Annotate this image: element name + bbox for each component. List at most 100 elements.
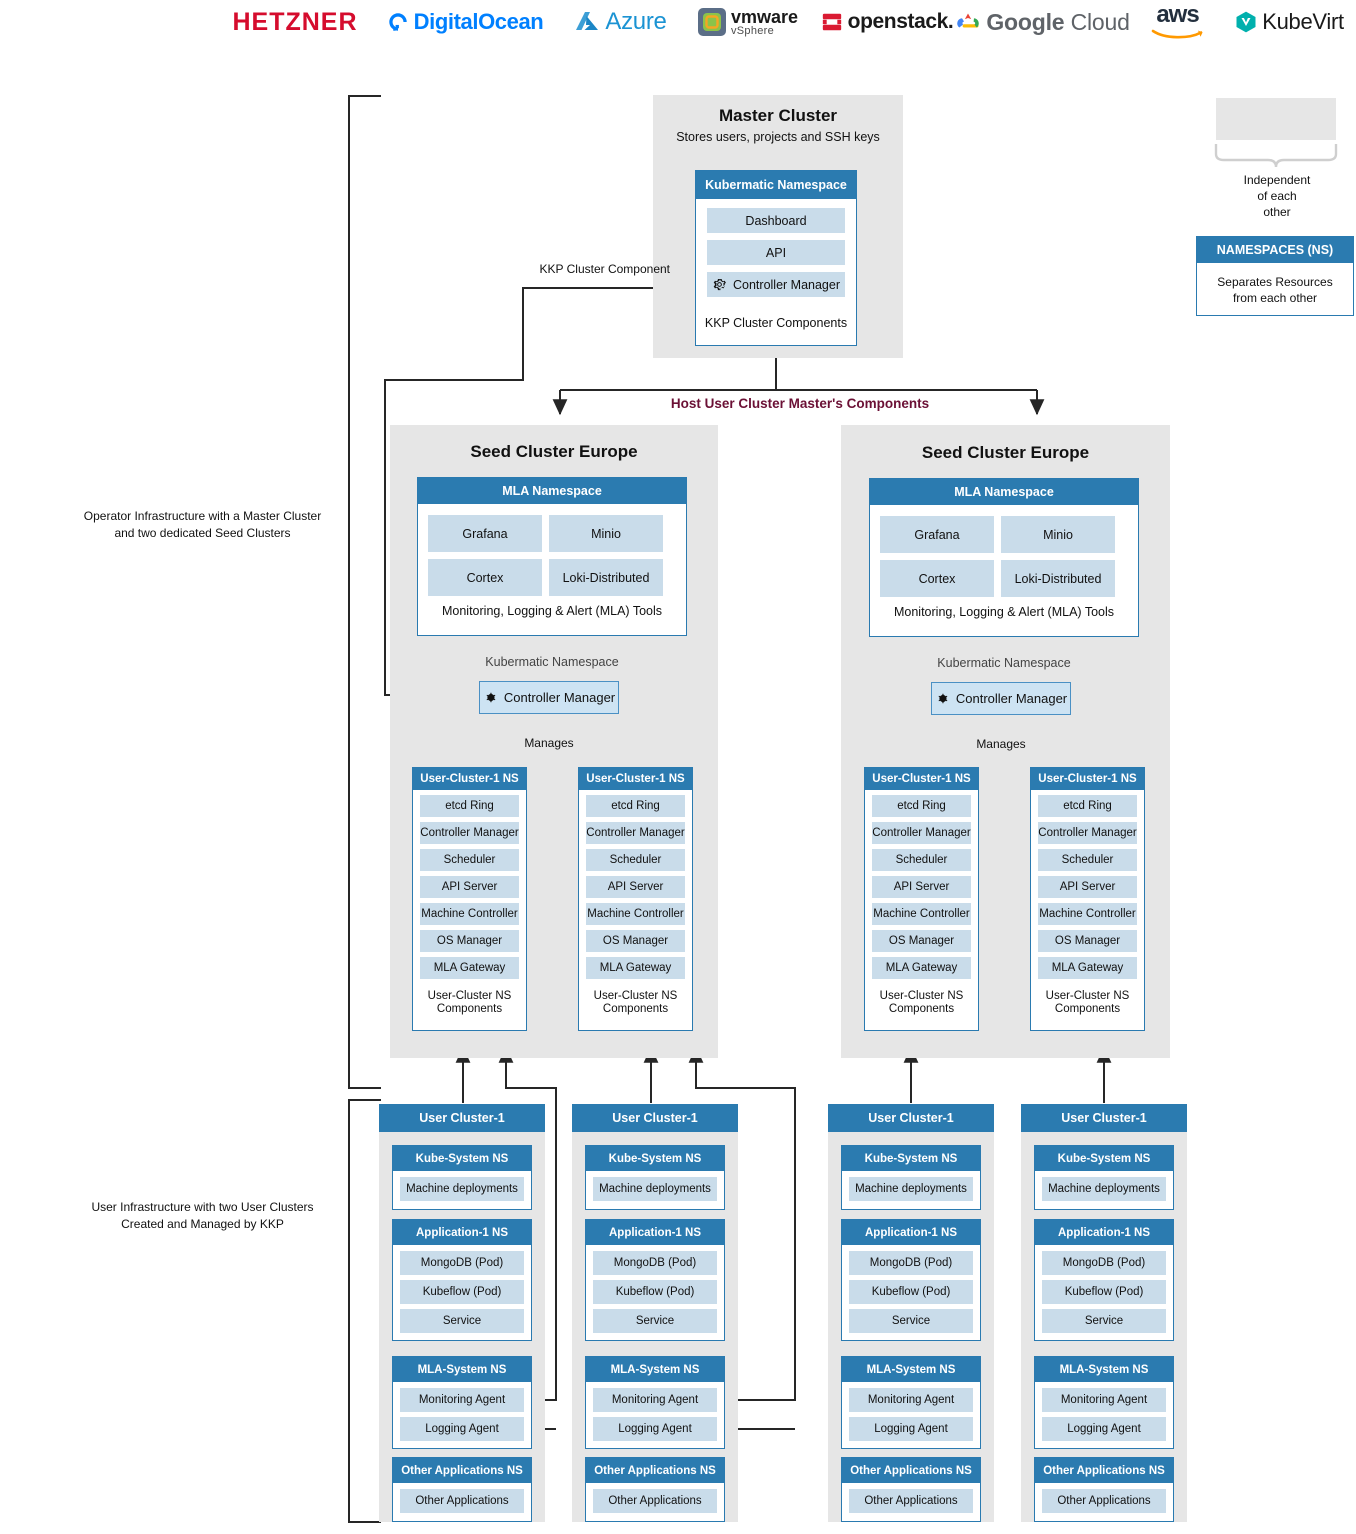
legend-independent-line-1: Independent bbox=[1243, 173, 1311, 187]
ucns-item-machine-controller[interactable]: Machine Controller bbox=[586, 903, 685, 925]
seed-2-user-cluster-ns-2: User-Cluster-1 NS etcd Ring Controller M… bbox=[1030, 767, 1145, 1031]
uc2-logging-agent[interactable]: Logging Agent bbox=[593, 1417, 717, 1441]
uc4-other-applications[interactable]: Other Applications bbox=[1042, 1489, 1166, 1513]
seed-1-mla-namespace-header: MLA Namespace bbox=[418, 478, 686, 504]
ucns-item-mla-gateway[interactable]: MLA Gateway bbox=[872, 957, 971, 979]
uc1-machine-deployments[interactable]: Machine deployments bbox=[400, 1177, 524, 1201]
seed-1-mla-minio[interactable]: Minio bbox=[549, 515, 663, 552]
ucns-item-controller-manager[interactable]: Controller Manager bbox=[872, 822, 971, 844]
ucns-item-os-manager[interactable]: OS Manager bbox=[420, 930, 519, 952]
uc4-mongodb[interactable]: MongoDB (Pod) bbox=[1042, 1251, 1166, 1275]
azure-logo: Azure bbox=[550, 0, 690, 44]
uc3-mongodb[interactable]: MongoDB (Pod) bbox=[849, 1251, 973, 1275]
ucns-item-controller-manager[interactable]: Controller Manager bbox=[420, 822, 519, 844]
ucns-item-scheduler[interactable]: Scheduler bbox=[420, 849, 519, 871]
kubevirt-logo-label: KubeVirt bbox=[1262, 9, 1344, 34]
ucns-item-etcd[interactable]: etcd Ring bbox=[586, 795, 685, 817]
controller-manager-label: Controller Manager bbox=[733, 277, 840, 292]
uc3-application-1-ns: Application-1 NS MongoDB (Pod) Kubeflow … bbox=[841, 1219, 981, 1341]
ucns-item-scheduler[interactable]: Scheduler bbox=[1038, 849, 1137, 871]
uc4-logging-agent[interactable]: Logging Agent bbox=[1042, 1417, 1166, 1441]
uc4-kube-system-ns: Kube-System NS Machine deployments bbox=[1034, 1145, 1174, 1210]
ucns-item-scheduler[interactable]: Scheduler bbox=[586, 849, 685, 871]
ucns-item-etcd[interactable]: etcd Ring bbox=[1038, 795, 1137, 817]
google-cloud-logo: Google Cloud bbox=[955, 0, 1130, 44]
operator-note-line-2: and two dedicated Seed Clusters bbox=[114, 525, 291, 540]
caption-line-1: User-Cluster NS bbox=[879, 989, 964, 1002]
uc1-mla-system-ns: MLA-System NS Monitoring Agent Logging A… bbox=[392, 1356, 532, 1449]
caption-line-2: Components bbox=[888, 1003, 955, 1015]
seed-1-mla-cortex[interactable]: Cortex bbox=[428, 559, 542, 596]
ucns-item-mla-gateway[interactable]: MLA Gateway bbox=[1038, 957, 1137, 979]
dashboard-item[interactable]: Dashboard bbox=[707, 208, 845, 233]
legend-namespaces-line-1: Separates Resources bbox=[1217, 275, 1333, 289]
seed-2-mla-grafana[interactable]: Grafana bbox=[880, 516, 994, 553]
uc3-kubeflow[interactable]: Kubeflow (Pod) bbox=[849, 1280, 973, 1304]
uc4-kubeflow[interactable]: Kubeflow (Pod) bbox=[1042, 1280, 1166, 1304]
ucns-item-api-server[interactable]: API Server bbox=[1038, 876, 1137, 898]
ucns-item-os-manager[interactable]: OS Manager bbox=[872, 930, 971, 952]
uc2-kubeflow[interactable]: Kubeflow (Pod) bbox=[593, 1280, 717, 1304]
ucns-item-controller-manager[interactable]: Controller Manager bbox=[1038, 822, 1137, 844]
vsphere-logo-sublabel: vSphere bbox=[730, 24, 775, 37]
uc3-application-header: Application-1 NS bbox=[842, 1220, 980, 1245]
ucns-item-os-manager[interactable]: OS Manager bbox=[586, 930, 685, 952]
seed-1-mla-loki[interactable]: Loki-Distributed bbox=[549, 559, 663, 596]
api-item[interactable]: API bbox=[707, 240, 845, 265]
hetzner-logo-label: HETZNER bbox=[232, 7, 358, 36]
uc2-service[interactable]: Service bbox=[593, 1309, 717, 1333]
uc1-mla-system-header: MLA-System NS bbox=[393, 1357, 531, 1382]
uc3-logging-agent[interactable]: Logging Agent bbox=[849, 1417, 973, 1441]
ucns-item-mla-gateway[interactable]: MLA Gateway bbox=[586, 957, 685, 979]
seed-1-mla-namespace-box: MLA Namespace Grafana Minio Cortex Loki-… bbox=[417, 477, 687, 636]
seed-1-controller-manager[interactable]: Controller Manager bbox=[479, 681, 619, 714]
ucns-item-api-server[interactable]: API Server bbox=[586, 876, 685, 898]
uc2-other-applications[interactable]: Other Applications bbox=[593, 1489, 717, 1513]
uc4-kube-system-header: Kube-System NS bbox=[1035, 1146, 1173, 1171]
uc1-kube-system-ns: Kube-System NS Machine deployments bbox=[392, 1145, 532, 1210]
aws-smile-icon bbox=[1151, 29, 1202, 39]
uc3-monitoring-agent[interactable]: Monitoring Agent bbox=[849, 1388, 973, 1412]
host-user-cluster-label: Host User Cluster Master's Components bbox=[670, 396, 930, 411]
ucns-item-machine-controller[interactable]: Machine Controller bbox=[420, 903, 519, 925]
uc4-machine-deployments[interactable]: Machine deployments bbox=[1042, 1177, 1166, 1201]
uc3-other-apps-header: Other Applications NS bbox=[842, 1458, 980, 1483]
uc3-machine-deployments[interactable]: Machine deployments bbox=[849, 1177, 973, 1201]
uc1-kube-system-header: Kube-System NS bbox=[393, 1146, 531, 1171]
ucns-item-etcd[interactable]: etcd Ring bbox=[872, 795, 971, 817]
uc4-service[interactable]: Service bbox=[1042, 1309, 1166, 1333]
seed-2-ucns-2-header: User-Cluster-1 NS bbox=[1031, 768, 1144, 790]
seed-1-mla-grafana[interactable]: Grafana bbox=[428, 515, 542, 552]
ucns-item-api-server[interactable]: API Server bbox=[420, 876, 519, 898]
ucns-item-api-server[interactable]: API Server bbox=[872, 876, 971, 898]
uc1-logging-agent[interactable]: Logging Agent bbox=[400, 1417, 524, 1441]
uc1-other-applications[interactable]: Other Applications bbox=[400, 1489, 524, 1513]
seed-2-mla-cortex[interactable]: Cortex bbox=[880, 560, 994, 597]
master-cluster-title: Master Cluster bbox=[718, 106, 838, 125]
uc1-monitoring-agent[interactable]: Monitoring Agent bbox=[400, 1388, 524, 1412]
uc1-kubeflow[interactable]: Kubeflow (Pod) bbox=[400, 1280, 524, 1304]
seed-2-mla-loki[interactable]: Loki-Distributed bbox=[1001, 560, 1115, 597]
uc2-monitoring-agent[interactable]: Monitoring Agent bbox=[593, 1388, 717, 1412]
uc3-other-applications[interactable]: Other Applications bbox=[849, 1489, 973, 1513]
caption-line-1: User-Cluster NS bbox=[427, 989, 512, 1002]
uc2-machine-deployments[interactable]: Machine deployments bbox=[593, 1177, 717, 1201]
uc3-service[interactable]: Service bbox=[849, 1309, 973, 1333]
ucns-item-controller-manager[interactable]: Controller Manager bbox=[586, 822, 685, 844]
uc1-service[interactable]: Service bbox=[400, 1309, 524, 1333]
seed-2-mla-minio[interactable]: Minio bbox=[1001, 516, 1115, 553]
ucns-item-machine-controller[interactable]: Machine Controller bbox=[872, 903, 971, 925]
seed-2-controller-manager[interactable]: Controller Manager bbox=[931, 682, 1071, 715]
ucns-item-os-manager[interactable]: OS Manager bbox=[1038, 930, 1137, 952]
uc4-monitoring-agent[interactable]: Monitoring Agent bbox=[1042, 1388, 1166, 1412]
uc1-mongodb[interactable]: MongoDB (Pod) bbox=[400, 1251, 524, 1275]
user-cluster-1-header: User Cluster-1 bbox=[379, 1104, 545, 1132]
seed-2-ucns-1-header: User-Cluster-1 NS bbox=[865, 768, 978, 790]
ucns-item-mla-gateway[interactable]: MLA Gateway bbox=[420, 957, 519, 979]
ucns-item-machine-controller[interactable]: Machine Controller bbox=[1038, 903, 1137, 925]
uc2-application-1-ns: Application-1 NS MongoDB (Pod) Kubeflow … bbox=[585, 1219, 725, 1341]
controller-manager-item[interactable]: Controller Manager bbox=[707, 272, 845, 297]
ucns-item-scheduler[interactable]: Scheduler bbox=[872, 849, 971, 871]
ucns-item-etcd[interactable]: etcd Ring bbox=[420, 795, 519, 817]
uc2-mongodb[interactable]: MongoDB (Pod) bbox=[593, 1251, 717, 1275]
